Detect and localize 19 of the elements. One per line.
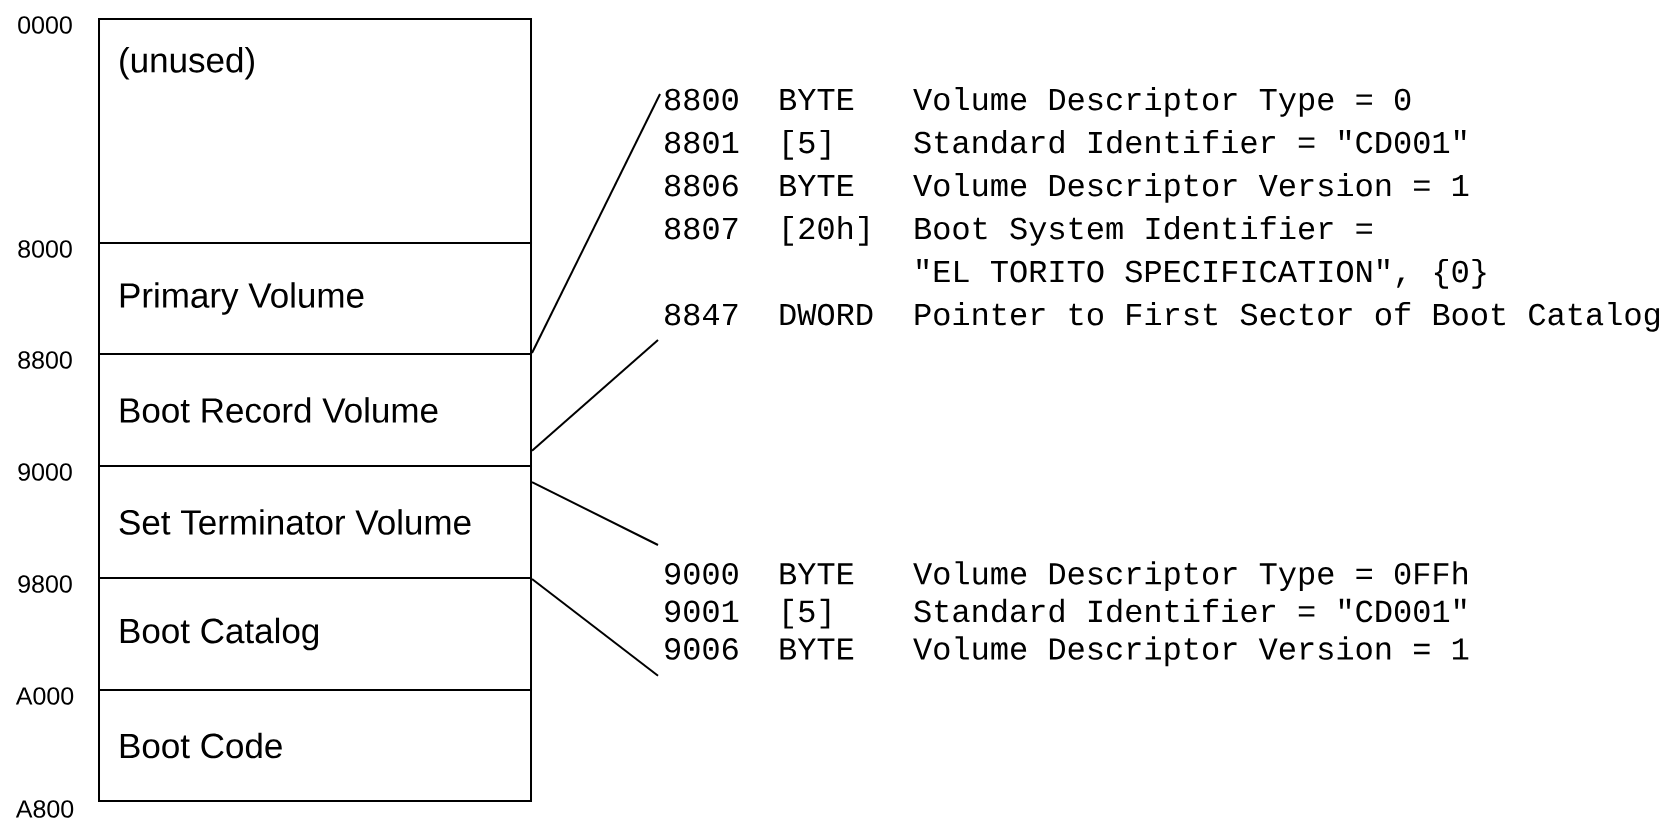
leader-line: [531, 93, 661, 354]
address-label: 0000: [18, 16, 72, 34]
leader-line: [531, 481, 659, 546]
memory-block: Boot Catalog: [98, 577, 532, 691]
leader-line: [531, 339, 659, 452]
memory-block: (unused): [98, 18, 532, 244]
memory-block: Boot Code: [98, 689, 532, 802]
descriptor-table: 9000 BYTE Volume Descriptor Type = 0FFh 9001 [5] Standard Identifier = "CD001" 9006 BYTE Volume Descriptor Version = 1: [665, 561, 1469, 667]
memory-block: Primary Volume: [98, 242, 532, 355]
address-label: 8800: [18, 351, 72, 369]
address-label: 8000: [18, 240, 72, 258]
address-label: 9800: [18, 575, 72, 593]
address-label: A000: [15, 687, 74, 705]
address-label: A800: [15, 800, 74, 818]
descriptor-table: 8800 BYTE Volume Descriptor Type = 0 8801 [5] Standard Identifier = "CD001" 8806 BYTE Volume Descriptor Version = 1 8807 [20h] Boot System Identifier = "EL TORITO SPECIFICATION", {0} 8847 DWORD Pointer to First Sector of Boot Catalog: [665, 86, 1660, 332]
memory-block: Boot Record Volume: [98, 353, 532, 467]
memory-block: Set Terminator Volume: [98, 465, 532, 579]
leader-line: [531, 578, 659, 677]
address-label: 9000: [18, 463, 72, 481]
